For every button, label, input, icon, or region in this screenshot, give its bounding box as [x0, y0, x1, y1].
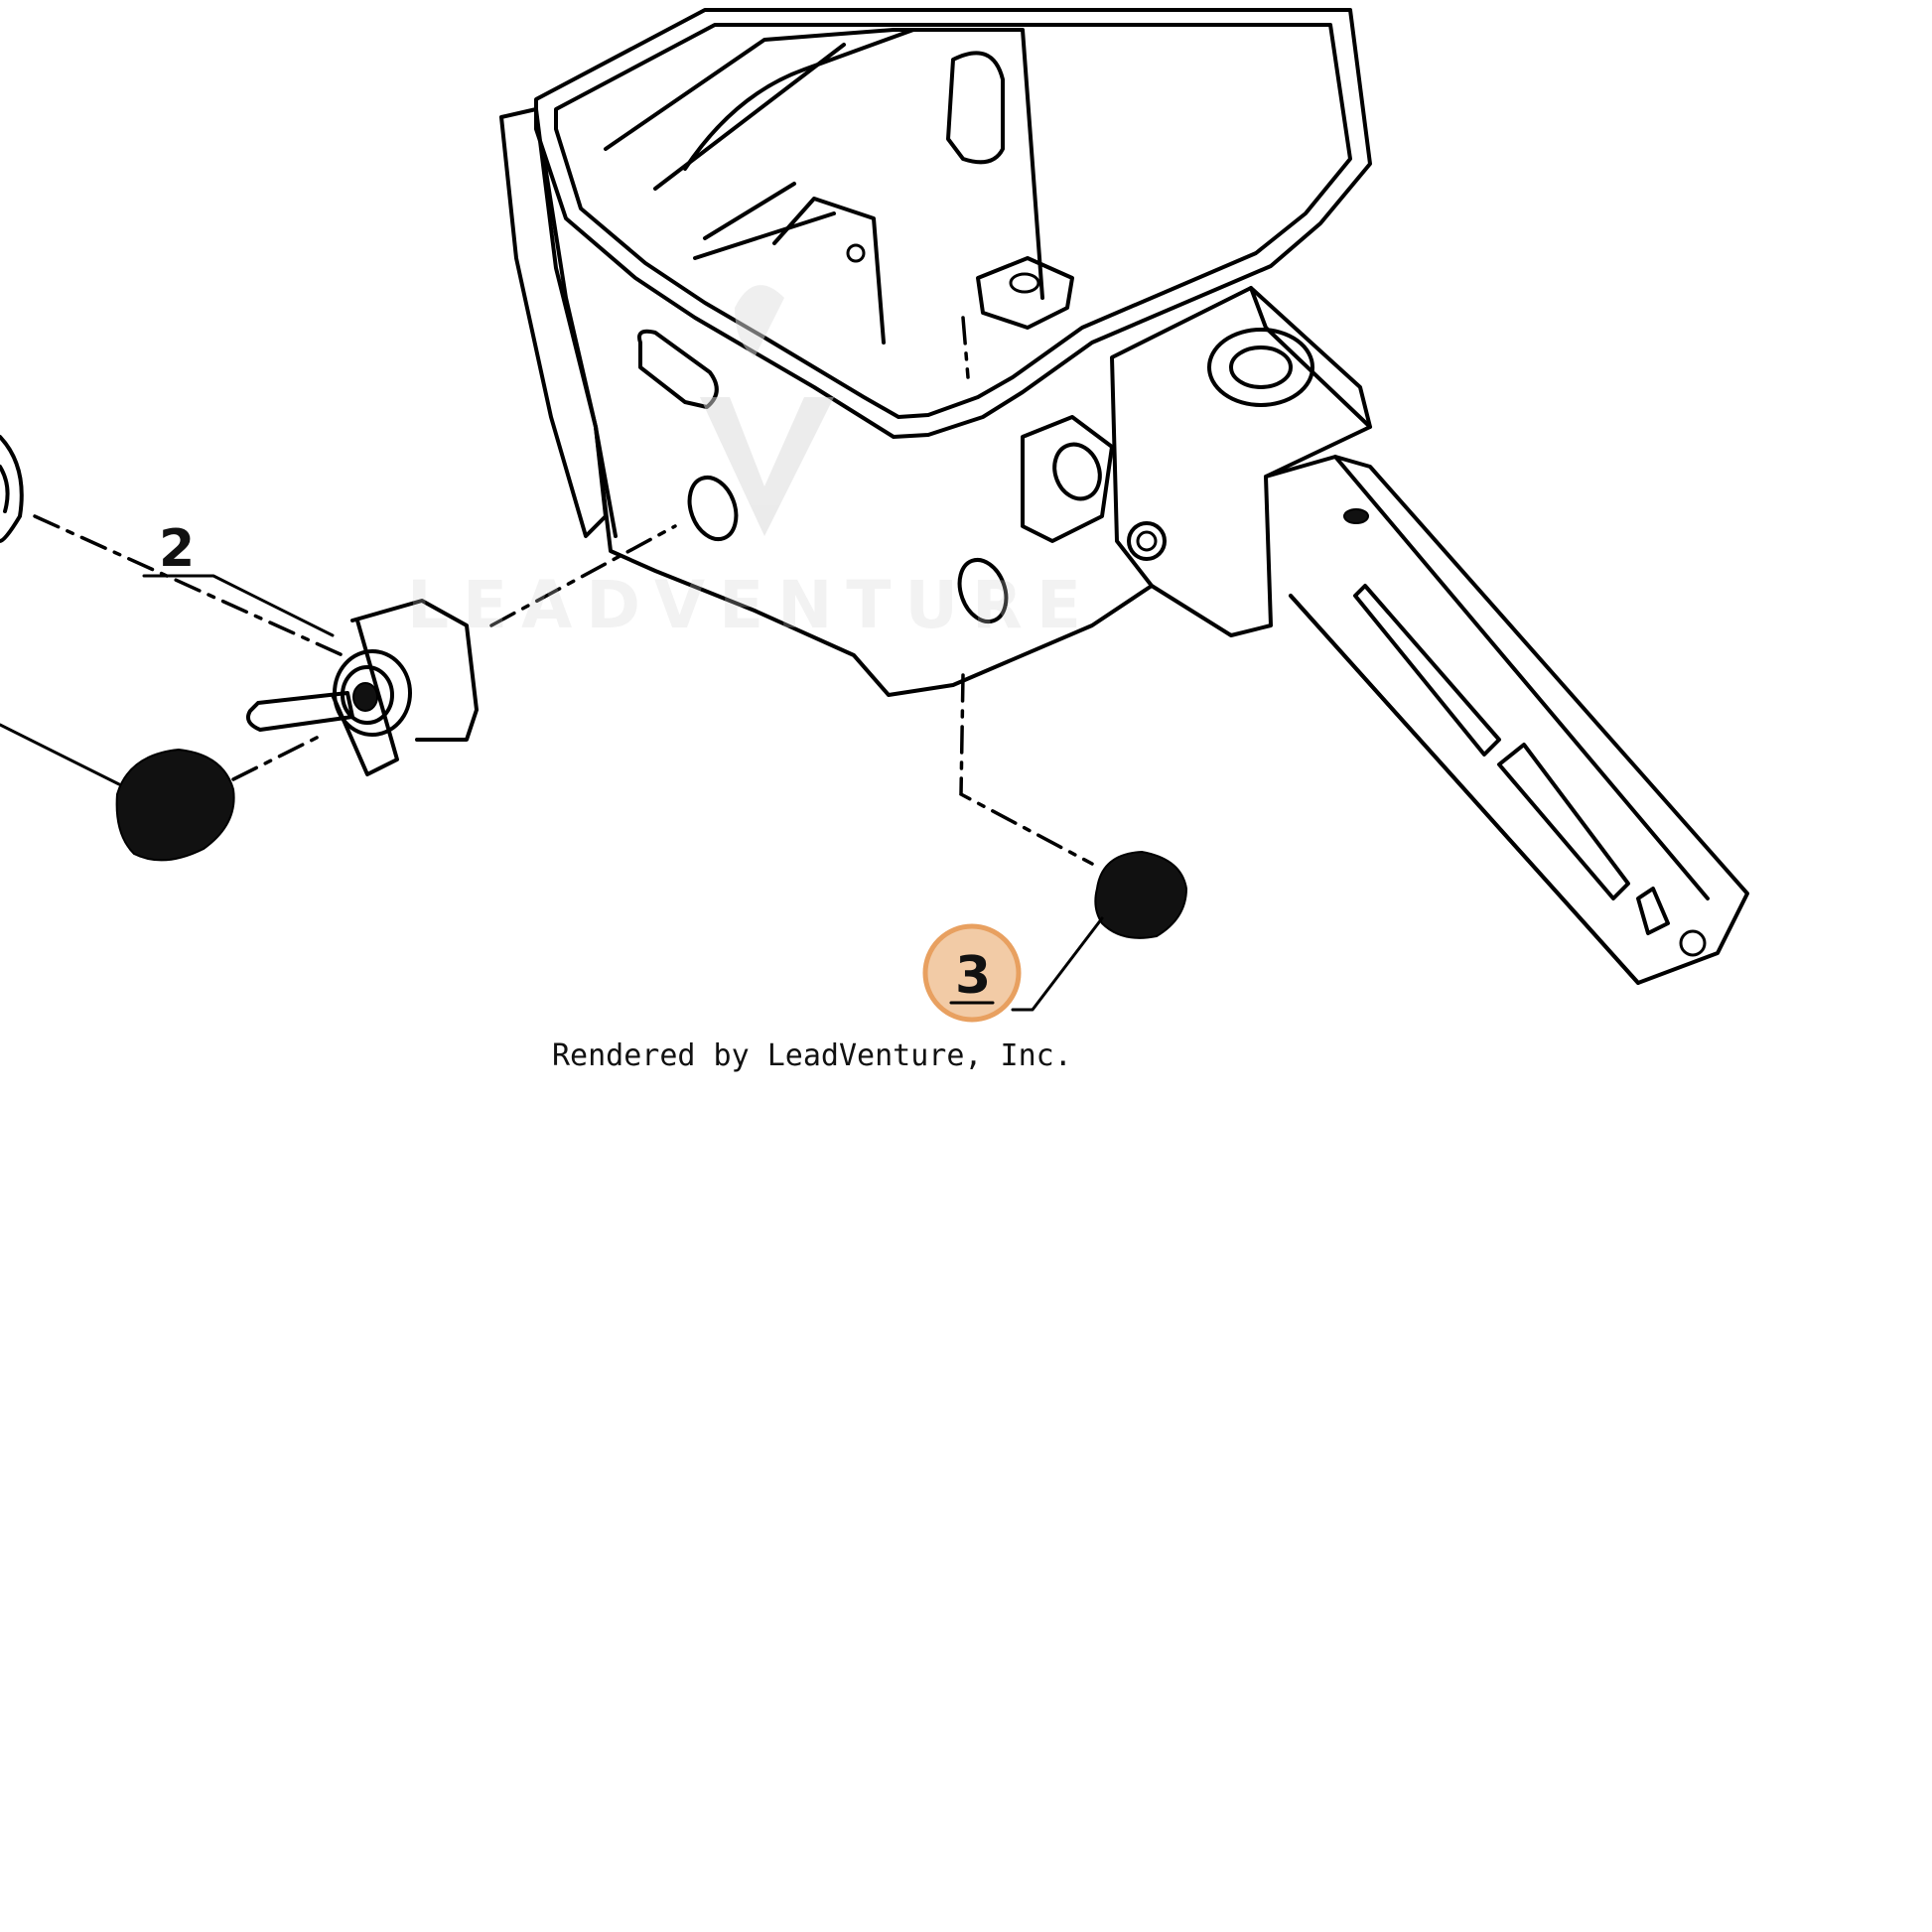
toggle-switch: [246, 599, 479, 776]
callout-3[interactable]: 3: [922, 923, 1022, 1023]
callout-3-label: 3: [955, 946, 991, 1006]
housing: [499, 8, 1372, 697]
watermark: LEADVENTURE: [407, 285, 1095, 643]
leader-lines: [0, 316, 1104, 1012]
boot-left: [115, 748, 235, 862]
lever-arm: [1110, 286, 1749, 985]
callout-3-highlight: [922, 923, 1022, 1023]
callout-2[interactable]: 2: [159, 519, 195, 579]
credit-text: Rendered by LeadVenture, Inc.: [552, 1038, 1072, 1073]
boot-right: [1094, 850, 1188, 939]
ring-fragment: [0, 435, 24, 543]
watermark-text: LEADVENTURE: [407, 567, 1095, 643]
callout-2-label: 2: [159, 519, 195, 579]
